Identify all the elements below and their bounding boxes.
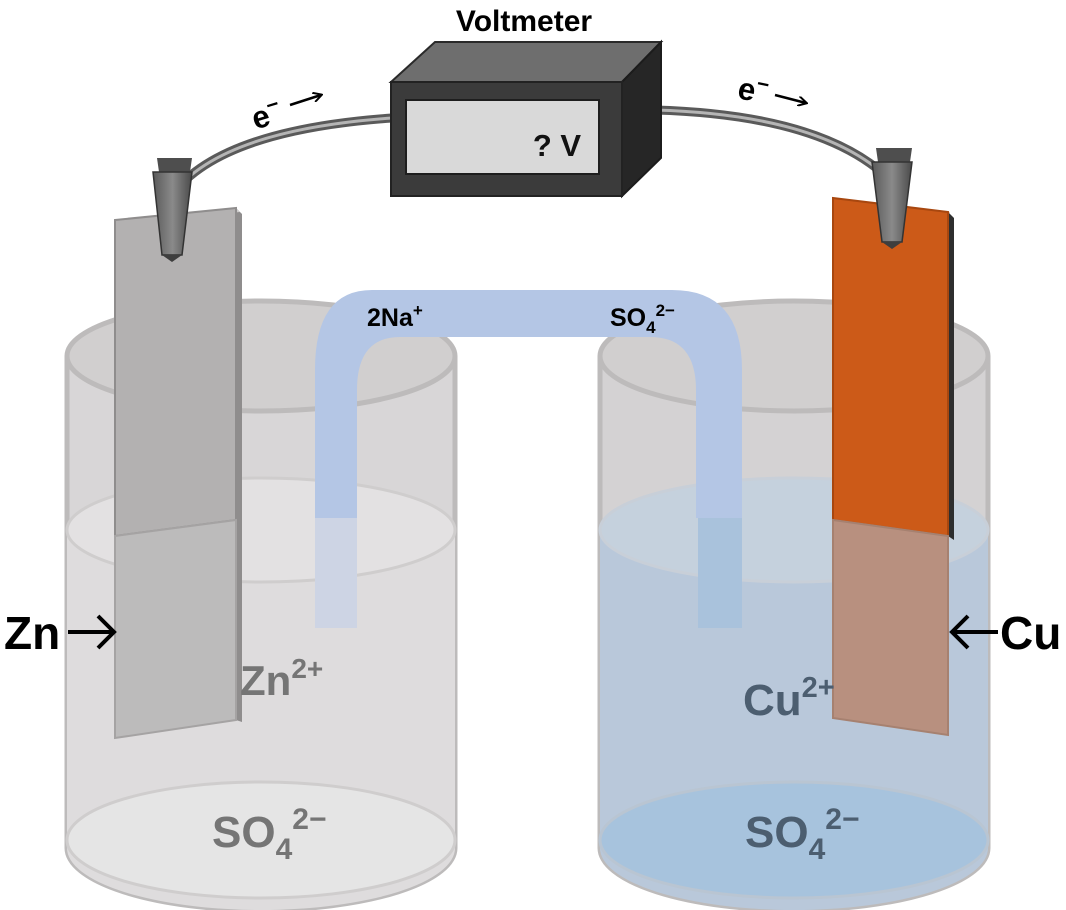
voltmeter-top-face	[388, 41, 664, 83]
copper-label-group: Cu	[949, 607, 1061, 659]
left-clip	[152, 158, 193, 262]
zinc-electrode-submerged	[114, 518, 237, 740]
svg-text:e−: e−	[735, 69, 772, 111]
salt-bridge-cation-label: 2Na+	[367, 301, 423, 332]
copper-label: Cu	[1000, 607, 1061, 659]
left-cation-label: Zn2+	[240, 653, 323, 704]
voltmeter-title: Voltmeter	[456, 5, 592, 38]
svg-text:e−: e−	[247, 92, 286, 136]
zinc-electrode	[114, 206, 242, 740]
electron-flow-right: e−	[735, 69, 806, 111]
right-cation-label: Cu2+	[743, 672, 835, 725]
copper-electrode	[832, 196, 954, 737]
salt-bridge	[315, 290, 742, 628]
electron-right-charge: −	[755, 72, 772, 97]
copper-electrode-face	[832, 196, 949, 538]
right-clip	[871, 148, 913, 249]
electron-left-arrow	[289, 95, 321, 107]
right-beaker-bottom	[598, 780, 990, 900]
salt-bridge-right-submerged	[698, 518, 742, 628]
left-beaker-bottom	[65, 780, 457, 900]
salt-bridge-tube	[315, 290, 742, 518]
voltmeter-reading: ? V	[533, 128, 582, 163]
electron-right-arrow	[774, 93, 806, 103]
copper-electrode-submerged	[832, 518, 949, 737]
zinc-electrode-side	[236, 208, 242, 722]
voltmeter: ? V	[388, 39, 664, 199]
right-anion-label: SO42−	[745, 803, 859, 866]
salt-bridge-anion-label: SO42−	[610, 301, 675, 337]
voltmeter-screen	[405, 99, 600, 175]
right-wire	[654, 105, 899, 189]
left-wire	[168, 113, 393, 198]
zinc-label: Zn	[4, 607, 60, 659]
salt-bridge-left-submerged	[315, 518, 357, 628]
left-anion-label: SO42−	[212, 803, 326, 866]
copper-electrode-side	[948, 212, 954, 540]
zinc-label-group: Zn	[4, 607, 117, 659]
